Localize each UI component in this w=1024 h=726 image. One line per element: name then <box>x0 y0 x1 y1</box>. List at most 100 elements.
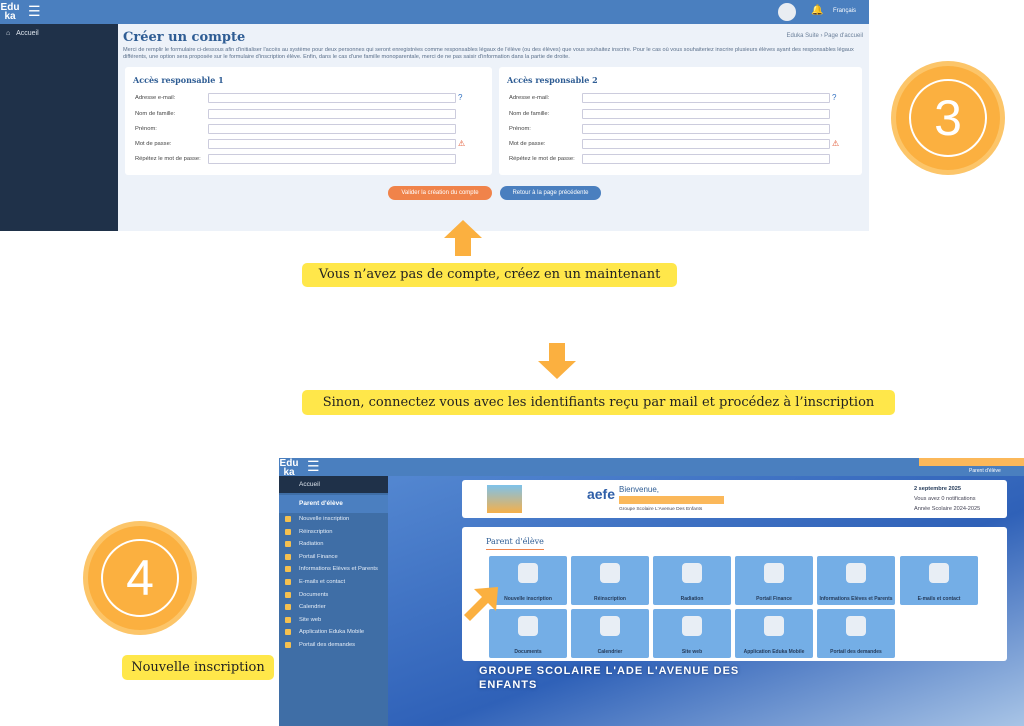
password-input-2[interactable] <box>582 139 830 149</box>
sidebar-item-label: Site web <box>299 616 322 623</box>
user-role[interactable]: Parent d'élève <box>969 468 1001 474</box>
field-label: Nom de famille: <box>509 111 550 117</box>
eduka-logo: Edu ka <box>279 458 299 478</box>
step-number: 4 <box>101 539 179 617</box>
login-callout: Sinon, connectez vous avec les identifia… <box>302 390 895 415</box>
page-title: Créer un compte <box>123 30 246 45</box>
tile-site-web[interactable]: Site web <box>653 609 731 658</box>
avatar[interactable] <box>778 3 796 21</box>
sidebar-item[interactable]: Documents <box>285 591 329 598</box>
arrow-diagonal-icon <box>464 587 498 621</box>
sidebar-item[interactable]: Radiation <box>285 541 324 548</box>
school-banner-sign: GROUPE SCOLAIRE L'ADE L'AVENUE DES ENFAN… <box>479 665 740 691</box>
menu-item-icon <box>285 566 291 573</box>
password-confirm-input-1[interactable] <box>208 154 456 164</box>
field-label: Nom de famille: <box>135 111 176 117</box>
menu-icon[interactable]: ☰ <box>28 3 41 19</box>
menu-item-icon <box>285 516 291 522</box>
sidebar-item[interactable]: Portail des demandes <box>285 642 356 648</box>
tile-icon <box>929 563 949 583</box>
eduka-logo: Edu ka <box>0 2 20 22</box>
tile-label: Portail Finance <box>756 596 792 602</box>
tile-r-inscription[interactable]: Réinscription <box>571 556 649 605</box>
tile-nouvelle-inscription[interactable]: Nouvelle inscription <box>489 556 567 605</box>
sidebar-item-label: Réinscription <box>299 528 333 535</box>
panel-responsable-1: Accès responsable 1 Adresse e-mail:? Nom… <box>125 67 492 175</box>
panel-title: Accès responsable 1 <box>133 75 224 85</box>
sidebar-item-label: Application Eduka Mobile <box>299 629 365 636</box>
sidebar-item[interactable]: E-mails et contact <box>285 579 345 585</box>
validate-account-button[interactable]: Valider la création du compte <box>388 186 492 200</box>
tile-icon <box>764 563 784 583</box>
tile-label: Informations Elèves et Parents <box>819 596 893 602</box>
tile-icon <box>846 563 866 583</box>
school-name: Groupe Scolaire L'Avenue Des Enfants <box>619 507 703 512</box>
sidebar-item[interactable]: Application Eduka Mobile <box>285 629 365 636</box>
tile-radiation[interactable]: Radiation <box>653 556 731 605</box>
menu-item-icon <box>285 553 291 560</box>
sidebar: Accueil Parent d'élève Nouvelle inscript… <box>279 476 388 726</box>
tile-icon <box>518 563 538 583</box>
help-icon[interactable]: ? <box>458 93 463 102</box>
back-button[interactable]: Retour à la page précédente <box>500 186 601 200</box>
menu-item-icon <box>285 591 291 598</box>
language-selector[interactable]: Français <box>833 8 857 14</box>
warning-icon: ⚠ <box>458 139 466 148</box>
step-3-badge: 3 <box>896 66 1000 170</box>
field-label: Répétez le mot de passe: <box>509 156 575 162</box>
aefe-logo: aefe <box>586 486 615 502</box>
sidebar-group-parent[interactable]: Parent d'élève <box>279 495 388 513</box>
sidebar-item[interactable]: Informations Elèves et Parents <box>285 566 378 573</box>
sidebar-item[interactable]: Portail Finance <box>285 553 338 560</box>
tile-portail-des-demandes[interactable]: Portail des demandes <box>817 609 895 658</box>
breadcrumb[interactable]: Eduka Suite › Page d'accueil <box>786 33 863 39</box>
menu-item-icon <box>285 604 291 611</box>
password-confirm-input-2[interactable] <box>582 154 830 164</box>
sidebar-item-home[interactable]: ⌂ Accueil <box>6 30 39 37</box>
lastname-input-1[interactable] <box>208 109 456 119</box>
tile-label: Radiation <box>680 596 704 602</box>
tile-informations-el-ves-et-parents[interactable]: Informations Elèves et Parents <box>817 556 895 605</box>
panel-title: Accès responsable 2 <box>507 75 598 85</box>
menu-item-icon <box>285 616 291 623</box>
notifications[interactable]: Vous avez 0 notifications <box>914 496 976 502</box>
sidebar-item-label: Radiation <box>299 541 324 548</box>
sidebar: ⌂ Accueil <box>0 24 118 231</box>
sidebar-item-label: Nouvelle inscription <box>299 516 350 522</box>
bell-icon[interactable]: 🔔 <box>811 5 824 16</box>
help-icon[interactable]: ? <box>832 93 837 102</box>
sidebar-item[interactable]: Nouvelle inscription <box>285 516 350 522</box>
menu-icon[interactable]: ☰ <box>307 458 320 474</box>
dashboard-header: Edu ka ☰ Parent d'élève <box>279 458 1024 478</box>
email-input-1[interactable] <box>208 93 456 103</box>
warning-icon: ⚠ <box>832 139 840 148</box>
field-label: Mot de passe: <box>509 141 546 147</box>
tile-icon <box>600 616 620 636</box>
tile-portail-finance[interactable]: Portail Finance <box>735 556 813 605</box>
sidebar-item-home[interactable]: Accueil <box>279 476 388 493</box>
tile-documents[interactable]: Documents <box>489 609 567 658</box>
lade-logo <box>487 485 522 513</box>
school-year: Année Scolaire 2024-2025 <box>914 506 981 512</box>
sidebar-item[interactable]: Réinscription <box>285 528 333 535</box>
sidebar-item[interactable]: Site web <box>285 616 322 623</box>
dashboard-screenshot: Edu ka ☰ Parent d'élève Accueil Parent d… <box>279 458 1024 726</box>
email-input-2[interactable] <box>582 93 830 103</box>
tile-e-mails-et-contact[interactable]: E-mails et contact <box>900 556 978 605</box>
sidebar-item-label: Informations Elèves et Parents <box>299 566 378 573</box>
tile-calendrier[interactable]: Calendrier <box>571 609 649 658</box>
redacted-username <box>919 458 1024 466</box>
firstname-input-2[interactable] <box>582 124 830 134</box>
password-input-1[interactable] <box>208 139 456 149</box>
sidebar-item-label: Documents <box>299 591 329 598</box>
arrow-down-icon <box>538 343 576 379</box>
sidebar-item-label: Portail des demandes <box>299 642 356 648</box>
firstname-input-1[interactable] <box>208 124 456 134</box>
tile-application-eduka-mobile[interactable]: Application Eduka Mobile <box>735 609 813 658</box>
panel-responsable-2: Accès responsable 2 Adresse e-mail:? Nom… <box>499 67 862 175</box>
sidebar-item-label: Accueil <box>16 30 39 37</box>
menu-item-icon <box>285 528 291 535</box>
tile-icon <box>682 616 702 636</box>
sidebar-item[interactable]: Calendrier <box>285 604 326 611</box>
lastname-input-2[interactable] <box>582 109 830 119</box>
